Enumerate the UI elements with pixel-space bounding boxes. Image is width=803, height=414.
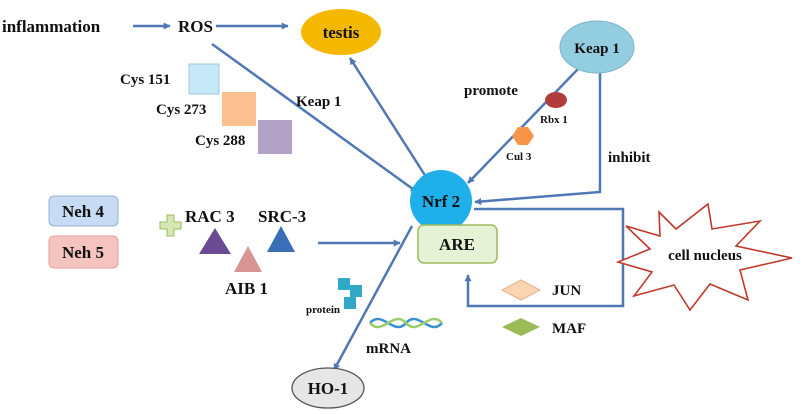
promote-label: promote [464, 83, 518, 99]
ho1-node [291, 367, 365, 409]
rbx1-label: Rbx 1 [540, 114, 568, 126]
edge-testis-nrf2-bidirectional [348, 57, 430, 181]
cell-nucleus-label: cell nucleus [668, 248, 742, 264]
cell-nucleus-burst [615, 202, 793, 312]
rac3-triangle [199, 228, 231, 254]
cys288-label: Cys 288 [195, 133, 245, 149]
edge-keap1-to-nrf2-inhibit [474, 72, 602, 205]
ros-label: ROS [178, 17, 213, 36]
edges [133, 22, 625, 371]
inflammation-label: inflammation [2, 17, 101, 36]
aib1-triangle [234, 246, 262, 272]
mrna-label: mRNA [366, 341, 411, 357]
maf-label: MAF [552, 321, 586, 337]
neh4-box [48, 195, 119, 227]
rbx1-icon [545, 92, 567, 108]
keap1-edge-label: Keap 1 [296, 94, 341, 110]
edge-keap1-to-nrf2-promote [467, 68, 579, 184]
neh5-box [48, 235, 119, 269]
ho1-label: HO-1 [308, 379, 349, 398]
protein-label: protein [306, 304, 340, 316]
cys273-label: Cys 273 [156, 102, 206, 118]
testis-node [301, 9, 381, 55]
cul3-hexagon-icon [512, 127, 534, 145]
are-label: ARE [439, 235, 475, 254]
testis-label: testis [323, 23, 360, 42]
keap1-label: Keap 1 [574, 41, 619, 57]
plus-icon [159, 214, 182, 237]
edge-nrf2-to-nucleus-loop [464, 207, 625, 308]
src3-triangle [267, 226, 295, 252]
cys151-label: Cys 151 [120, 72, 170, 88]
src3-label: SRC-3 [258, 207, 306, 226]
cul3-label: Cul 3 [506, 151, 532, 163]
inhibit-label: inhibit [608, 150, 651, 166]
nrf2-label: Nrf 2 [422, 192, 460, 211]
cys288-square [258, 120, 292, 154]
aib1-label: AIB 1 [225, 279, 268, 298]
cys273-square [222, 92, 256, 126]
edge-nrf2-to-ho1 [332, 225, 414, 371]
nrf2-node [410, 170, 472, 232]
mrna-helix-icon [369, 317, 443, 329]
neh5-label: Neh 5 [62, 243, 104, 262]
are-box [417, 224, 498, 264]
jun-label: JUN [552, 283, 581, 299]
maf-diamond [502, 318, 540, 336]
cys151-square [188, 63, 220, 95]
neh4-label: Neh 4 [62, 202, 105, 221]
keap1-node [559, 20, 635, 74]
jun-diamond [500, 279, 542, 301]
rac3-label: RAC 3 [185, 207, 235, 226]
protein-icon [338, 278, 362, 309]
